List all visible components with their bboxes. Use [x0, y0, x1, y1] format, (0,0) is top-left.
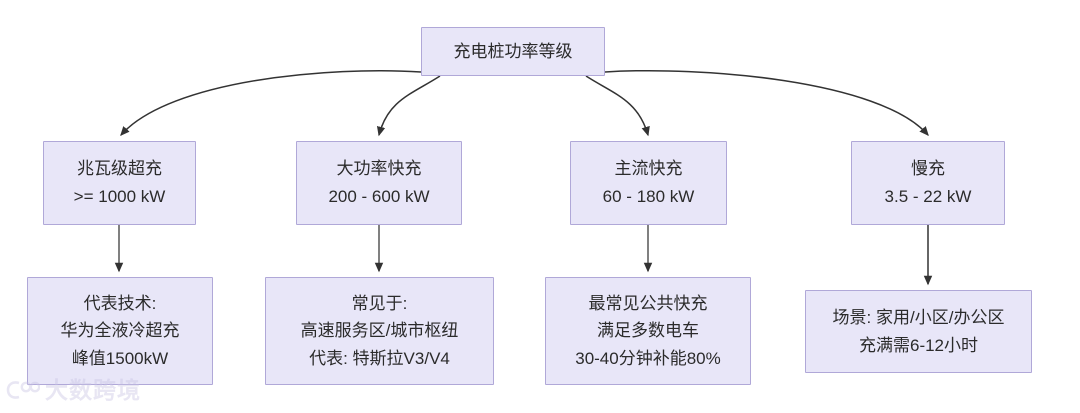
node-detail-high-power-line-2: 高速服务区/城市枢纽: [300, 321, 459, 341]
node-detail-mainstream-line-3: 30-40分钟补能80%: [575, 348, 721, 368]
node-tier-mainstream-line-2: 60 - 180 kW: [602, 187, 695, 206]
node-tier-mainstream-line-1: 主流快充: [614, 159, 683, 179]
node-detail-high-power[interactable]: 常见于: 高速服务区/城市枢纽 代表: 特斯拉V3/V4: [265, 277, 494, 385]
node-detail-slow[interactable]: 场景: 家用/小区/办公区 充满需6-12小时: [805, 290, 1032, 373]
node-detail-mainstream[interactable]: 最常见公共快充 满足多数电车 30-40分钟补能80%: [545, 277, 751, 385]
node-detail-mainstream-line-2: 满足多数电车: [597, 321, 699, 341]
node-detail-slow-line-2: 充满需6-12小时: [858, 335, 979, 355]
node-detail-megawatt[interactable]: 代表技术: 华为全液冷超充 峰值1500kW: [27, 277, 213, 385]
node-tier-megawatt-line-1: 兆瓦级超充: [77, 159, 162, 179]
node-tier-megawatt-line-2: >= 1000 kW: [73, 187, 166, 206]
node-tier-high-power-line-2: 200 - 600 kW: [328, 187, 430, 206]
edge-root-to-tier-slow: [604, 69, 929, 137]
node-detail-high-power-line-3: 代表: 特斯拉V3/V4: [309, 348, 450, 368]
edge-root-to-tier-mainstream: [585, 75, 650, 137]
node-tier-megawatt[interactable]: 兆瓦级超充 >= 1000 kW: [43, 141, 196, 225]
node-detail-slow-line-1: 场景: 家用/小区/办公区: [832, 307, 1005, 327]
node-detail-mainstream-line-1: 最常见公共快充: [588, 293, 708, 313]
node-detail-high-power-line-1: 常见于:: [351, 293, 408, 313]
node-tier-slow[interactable]: 慢充 3.5 - 22 kW: [851, 141, 1005, 225]
node-tier-slow-line-2: 3.5 - 22 kW: [884, 187, 972, 206]
node-tier-slow-line-1: 慢充: [911, 159, 945, 179]
node-tier-mainstream[interactable]: 主流快充 60 - 180 kW: [570, 141, 727, 225]
node-root-line-1: 充电桩功率等级: [453, 41, 573, 61]
node-tier-high-power-line-1: 大功率快充: [336, 159, 422, 179]
edge-root-to-tier-high-power: [376, 75, 441, 137]
node-detail-megawatt-line-1: 代表技术:: [83, 293, 157, 313]
node-root[interactable]: 充电桩功率等级: [421, 27, 605, 76]
node-tier-high-power[interactable]: 大功率快充 200 - 600 kW: [296, 141, 462, 225]
edge-root-to-tier-megawatt: [120, 69, 422, 137]
node-detail-megawatt-line-3: 峰值1500kW: [71, 348, 169, 368]
node-detail-megawatt-line-2: 华为全液冷超充: [60, 321, 180, 341]
